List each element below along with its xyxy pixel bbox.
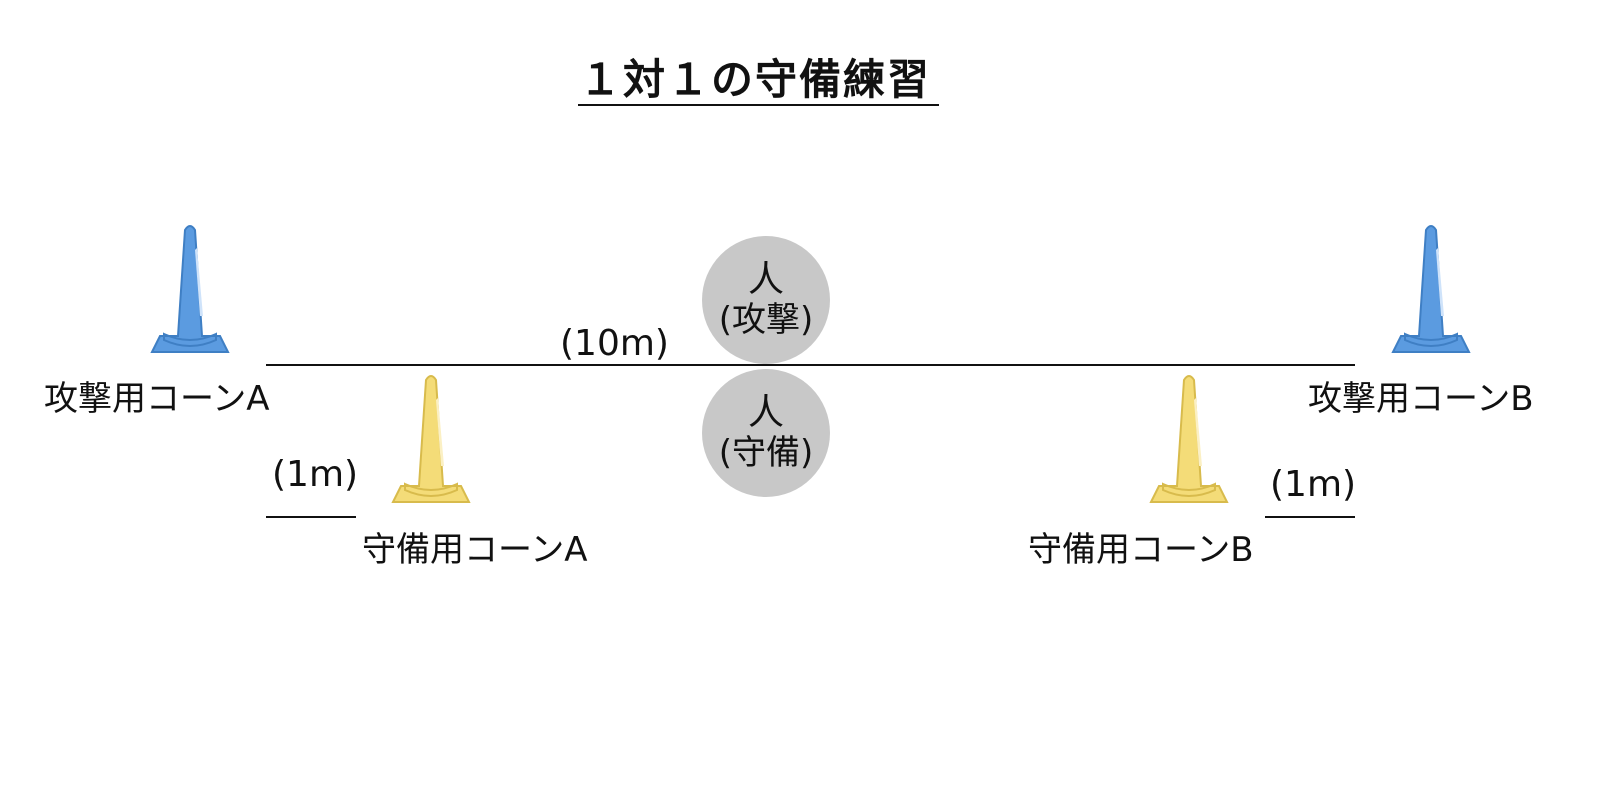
main-distance-line [266, 364, 1355, 366]
attacker-role: (攻撃) [718, 300, 814, 340]
defender-person: 人 (守備) [702, 369, 830, 497]
attack-cone-a-label: 攻撃用コーンA [44, 379, 270, 419]
traffic-cone-blue-icon [1391, 225, 1471, 353]
attacker-name: 人 [747, 259, 784, 300]
offset-line-a [266, 516, 356, 518]
title-underline [578, 104, 939, 106]
defender-name: 人 [747, 392, 784, 433]
defense-cone-b-label: 守備用コーンB [1028, 530, 1254, 570]
traffic-cone-blue-icon [150, 225, 230, 353]
offset-distance-label-a: (1m) [272, 454, 359, 495]
traffic-cone-yellow-icon [391, 375, 471, 503]
attack-cone-b-label: 攻撃用コーンB [1308, 379, 1534, 419]
offset-distance-label-b: (1m) [1270, 464, 1357, 505]
defender-role: (守備) [718, 433, 814, 473]
offset-line-b [1265, 516, 1355, 518]
attacker-person: 人 (攻撃) [702, 236, 830, 364]
defense-cone-a-label: 守備用コーンA [362, 530, 588, 570]
diagram-title: １対１の守備練習 [578, 55, 931, 104]
main-distance-label: (10m) [560, 323, 669, 364]
traffic-cone-yellow-icon [1149, 375, 1229, 503]
